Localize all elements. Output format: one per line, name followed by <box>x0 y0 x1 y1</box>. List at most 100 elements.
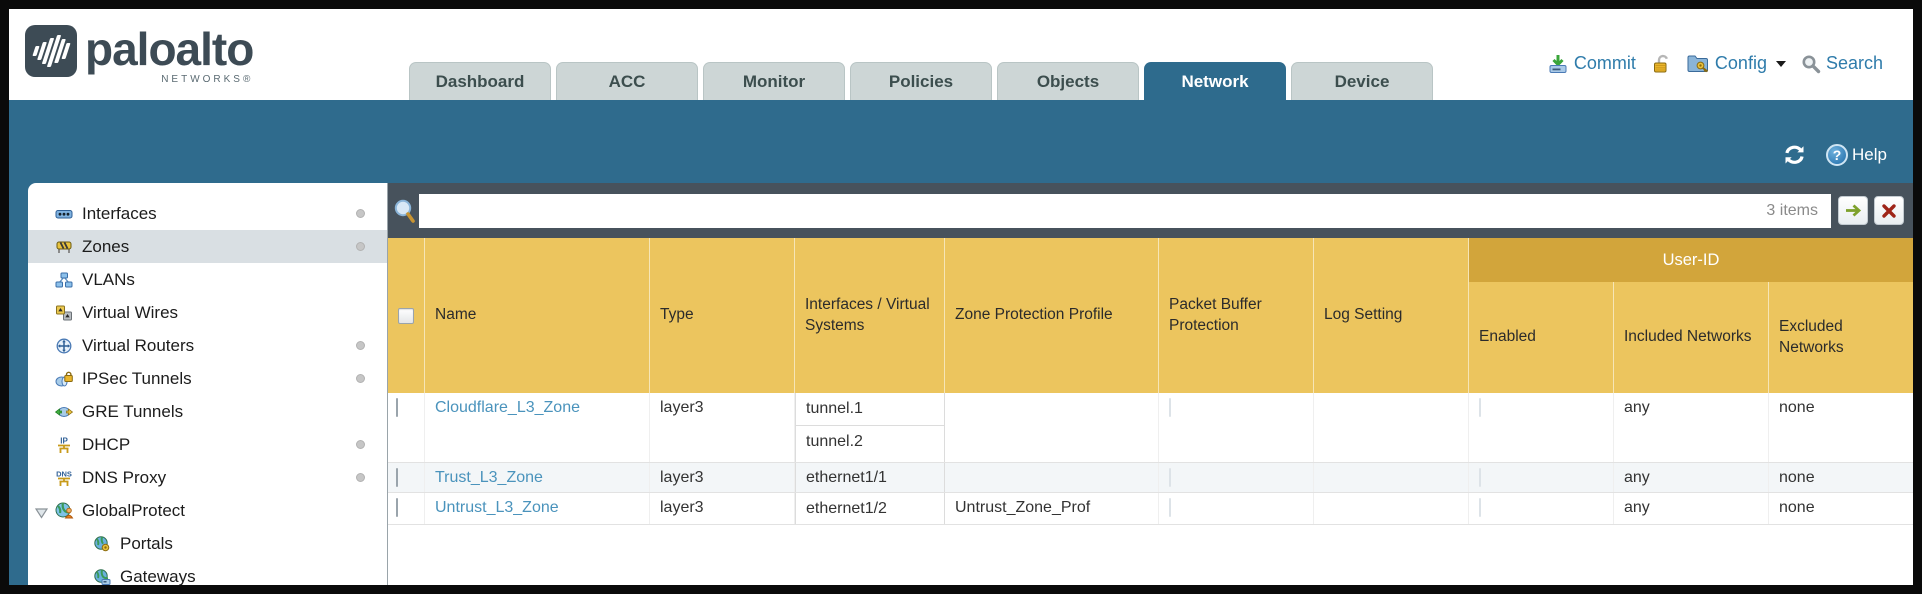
vlans-icon <box>54 272 74 288</box>
zone-protection-profile <box>945 463 1159 492</box>
tab-policies[interactable]: Policies <box>850 62 992 100</box>
status-dot <box>356 473 365 482</box>
interface-item: tunnel.2 <box>806 433 863 450</box>
col-header-excluded-networks[interactable]: Excluded Networks <box>1779 317 1844 356</box>
help-button[interactable]: ? Help <box>1826 144 1887 166</box>
ipsec-tunnels-icon <box>54 371 74 387</box>
sidebar-item-interfaces[interactable]: Interfaces <box>28 197 387 230</box>
virtual-wires-icon <box>54 305 74 321</box>
svg-text:IP: IP <box>60 436 68 445</box>
sidebar-item-dhcp[interactable]: IP DHCP <box>28 428 387 461</box>
excluded-networks: none <box>1779 499 1815 516</box>
sidebar-item-globalprotect[interactable]: GlobalProtect <box>28 494 387 527</box>
virtual-routers-icon <box>54 338 74 354</box>
paloalto-logo: paloalto NETWORKS® <box>25 23 254 85</box>
status-dot <box>356 341 365 350</box>
zones-icon <box>54 239 74 255</box>
included-networks: any <box>1614 393 1769 462</box>
sidebar-item-gateways[interactable]: Gateways <box>28 560 387 585</box>
zone-name-link[interactable]: Untrust_L3_Zone <box>435 499 559 516</box>
config-menu-button[interactable]: Config <box>1686 53 1786 74</box>
user-id-enabled-checkbox[interactable] <box>1479 398 1481 417</box>
zone-type: layer3 <box>650 493 795 524</box>
tab-dashboard[interactable]: Dashboard <box>409 62 551 100</box>
sidebar-item-zones[interactable]: Zones <box>28 230 387 263</box>
row-checkbox[interactable] <box>396 498 398 517</box>
interface-item: ethernet1/1 <box>806 469 887 486</box>
filter-bar: 3 items <box>388 183 1913 238</box>
sidebar-item-gre-tunnels[interactable]: GRE Tunnels <box>28 395 387 428</box>
tab-objects[interactable]: Objects <box>997 62 1139 100</box>
tab-monitor[interactable]: Monitor <box>703 62 845 100</box>
band-tools: ? Help <box>1781 143 1887 167</box>
items-count: 3 items <box>1766 202 1818 219</box>
zones-table-body: Cloudflare_L3_Zone layer3 tunnel.1 tunne… <box>388 393 1913 525</box>
interface-item: ethernet1/2 <box>806 500 887 517</box>
status-dot <box>356 242 365 251</box>
user-id-group-header: User-ID <box>1469 238 1913 282</box>
user-id-enabled-checkbox[interactable] <box>1479 468 1481 487</box>
paloalto-logo-icon <box>25 25 77 77</box>
sidebar-item-virtual-routers[interactable]: Virtual Routers <box>28 329 387 362</box>
refresh-icon[interactable] <box>1781 143 1808 167</box>
zone-type: layer3 <box>650 463 795 492</box>
sidebar-item-dns-proxy[interactable]: DNS DNS Proxy <box>28 461 387 494</box>
col-header-packet-buffer[interactable]: Packet Buffer Protection <box>1159 238 1314 393</box>
tab-device[interactable]: Device <box>1291 62 1433 100</box>
svg-text:DNS: DNS <box>56 469 72 478</box>
zone-interfaces: tunnel.1 tunnel.2 <box>795 393 945 462</box>
main-nav-tabs: Dashboard ACC Monitor Policies Objects N… <box>409 62 1433 100</box>
zone-protection-profile: Untrust_Zone_Prof <box>945 493 1159 524</box>
tab-acc[interactable]: ACC <box>556 62 698 100</box>
select-all-cell <box>388 238 425 393</box>
search-button[interactable]: Search <box>1801 53 1883 74</box>
col-header-included-networks[interactable]: Included Networks <box>1614 282 1769 393</box>
chevron-down-icon <box>1775 60 1786 67</box>
network-sidebar: Interfaces Zones VLANs Virtual Wires Vir… <box>28 183 388 585</box>
row-checkbox[interactable] <box>396 468 398 487</box>
sidebar-item-virtual-wires[interactable]: Virtual Wires <box>28 296 387 329</box>
col-header-interfaces[interactable]: Interfaces / Virtual Systems <box>795 238 945 393</box>
apply-filter-button[interactable] <box>1838 196 1868 225</box>
red-x-icon <box>1882 203 1896 218</box>
tab-network[interactable]: Network <box>1144 62 1286 100</box>
search-icon <box>1802 55 1821 73</box>
lock-icon[interactable] <box>1651 54 1671 74</box>
select-all-checkbox[interactable] <box>398 307 414 324</box>
gre-tunnels-icon <box>54 404 74 420</box>
log-setting <box>1314 493 1469 524</box>
brand-name: paloalto <box>85 23 254 75</box>
interface-item: tunnel.1 <box>796 393 944 426</box>
user-id-enabled-checkbox[interactable] <box>1479 498 1481 517</box>
status-dot <box>356 209 365 218</box>
packet-buffer-checkbox[interactable] <box>1169 498 1171 517</box>
dhcp-icon: IP <box>54 436 74 454</box>
zone-name-link[interactable]: Trust_L3_Zone <box>435 469 543 486</box>
col-header-log-setting[interactable]: Log Setting <box>1314 238 1469 393</box>
zones-table-header: User-ID Name Type Interfaces / Virtual S… <box>388 238 1913 393</box>
brand-subtitle: NETWORKS® <box>161 74 254 85</box>
zone-type: layer3 <box>650 393 795 462</box>
row-checkbox[interactable] <box>396 398 398 417</box>
sidebar-item-ipsec-tunnels[interactable]: IPSec Tunnels <box>28 362 387 395</box>
sidebar-item-portals[interactable]: Portals <box>28 527 387 560</box>
log-setting <box>1314 463 1469 492</box>
expand-triangle-icon[interactable] <box>34 504 49 524</box>
packet-buffer-checkbox[interactable] <box>1169 398 1171 417</box>
col-header-type[interactable]: Type <box>650 238 795 393</box>
col-header-enabled[interactable]: Enabled <box>1469 282 1614 393</box>
excluded-networks: none <box>1779 399 1815 416</box>
firewall-webui: paloalto NETWORKS® Dashboard ACC Monitor… <box>9 9 1913 585</box>
packet-buffer-checkbox[interactable] <box>1169 468 1171 487</box>
commit-button[interactable]: Commit <box>1547 53 1636 74</box>
col-header-name[interactable]: Name <box>425 238 650 393</box>
filter-input[interactable] <box>419 194 1831 228</box>
sidebar-item-vlans[interactable]: VLANs <box>28 263 387 296</box>
col-header-zone-protection[interactable]: Zone Protection Profile <box>945 238 1159 393</box>
clear-filter-button[interactable] <box>1874 196 1904 225</box>
table-row: Trust_L3_Zone layer3 ethernet1/1 any non… <box>388 463 1913 493</box>
status-dot <box>356 374 365 383</box>
globalprotect-icon <box>54 502 74 519</box>
zone-name-link[interactable]: Cloudflare_L3_Zone <box>435 399 580 416</box>
